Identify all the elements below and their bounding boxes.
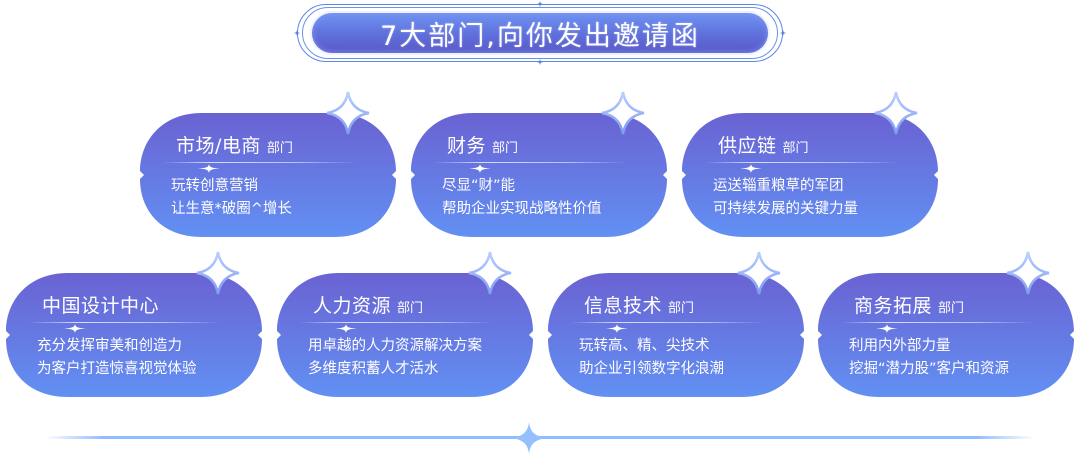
card-title-row: 中国设计中心 [42, 291, 165, 318]
banner-dot-right-icon [780, 30, 786, 36]
sparkle-icon [196, 251, 240, 295]
card-background [682, 113, 938, 237]
card-description: 玩转高、精、尖技术 助企业引领数字化浪潮 [579, 335, 724, 381]
banner-dot-left-icon [294, 30, 300, 36]
card-description: 利用内外部力量 挖掘“潜力股”客户和资源 [849, 335, 1009, 381]
department-card-business-development[interactable]: 商务拓展 部门 利用内外部力量 挖掘“潜力股”客户和资源 [818, 251, 1074, 397]
banner-inner-ring [302, 7, 778, 59]
card-title: 供应链 [718, 135, 777, 157]
card-line: 利用内外部力量 [849, 338, 951, 354]
card-suffix: 部门 [492, 141, 519, 156]
sparkle-icon [468, 251, 512, 295]
card-title: 财务 [447, 135, 487, 157]
banner-dot-bottom-icon [537, 59, 543, 65]
card-description: 玩转创意营销 让生意*破圈^增长 [171, 175, 292, 221]
sparkle-icon [1006, 251, 1050, 295]
four-point-star-icon [740, 158, 762, 173]
card-line: 玩转高、精、尖技术 [579, 338, 710, 354]
four-point-star-icon [335, 318, 357, 333]
card-line: 助企业引领数字化浪潮 [579, 361, 724, 377]
card-line: 玩转创意营销 [171, 178, 258, 194]
card-line: 帮助企业实现战略性价值 [442, 201, 602, 217]
four-point-star-icon [876, 318, 898, 333]
department-card-design-center[interactable]: 中国设计中心 充分发挥审美和创造力 为客户打造惊喜视觉体验 [6, 251, 262, 397]
card-line: 挖掘“潜力股”客户和资源 [849, 361, 1010, 377]
four-point-star-icon [606, 318, 628, 333]
invitation-banner: 7大部门,向你发出邀请函 [294, 1, 786, 65]
four-point-star-icon [512, 422, 546, 454]
banner-pill: 7大部门,向你发出邀请函 [312, 13, 768, 53]
banner-title: 7大部门,向你发出邀请函 [380, 20, 700, 52]
card-title-row: 市场/电商 部门 [176, 131, 293, 158]
sparkle-icon [737, 251, 781, 295]
card-suffix: 部门 [266, 141, 293, 156]
sparkle-icon [601, 91, 645, 135]
card-suffix: 部门 [782, 141, 809, 156]
card-background [140, 113, 396, 237]
sparkle-icon [874, 91, 918, 135]
card-divider [433, 162, 627, 163]
card-background [818, 273, 1074, 397]
card-title: 人力资源 [313, 295, 392, 317]
department-card-human-resources[interactable]: 人力资源 部门 用卓越的人力资源解决方案 多维度积蓄人才活水 [277, 251, 533, 397]
card-line: 用卓越的人力资源解决方案 [308, 338, 482, 354]
card-divider [704, 162, 898, 163]
card-line: 为客户打造惊喜视觉体验 [37, 361, 197, 377]
card-suffix: 部门 [397, 301, 424, 316]
card-background [6, 273, 262, 397]
card-divider [840, 322, 1034, 323]
card-title-row: 人力资源 部门 [313, 291, 423, 318]
card-background [411, 113, 667, 237]
card-description: 充分发挥审美和创造力 为客户打造惊喜视觉体验 [37, 335, 197, 381]
card-title: 信息技术 [584, 295, 663, 317]
card-divider [162, 162, 356, 163]
four-point-star-icon [64, 318, 86, 333]
card-description: 尽显“财”能 帮助企业实现战略性价值 [442, 175, 602, 221]
card-line: 尽显“财”能 [442, 178, 516, 194]
card-suffix: 部门 [668, 301, 695, 316]
department-card-marketing[interactable]: 市场/电商 部门 玩转创意营销 让生意*破圈^增长 [140, 91, 396, 237]
department-card-information-technology[interactable]: 信息技术 部门 玩转高、精、尖技术 助企业引领数字化浪潮 [548, 251, 804, 397]
sparkle-icon [326, 91, 370, 135]
card-background [277, 273, 533, 397]
card-line: 让生意*破圈^增长 [171, 201, 292, 217]
card-line: 多维度积蓄人才活水 [308, 361, 439, 377]
card-title: 中国设计中心 [42, 295, 160, 317]
department-card-supply-chain[interactable]: 供应链 部门 运送辎重粮草的军团 可持续发展的关键力量 [682, 91, 938, 237]
card-title-row: 供应链 部门 [718, 131, 809, 158]
card-title-row: 商务拓展 部门 [854, 291, 964, 318]
card-description: 用卓越的人力资源解决方案 多维度积蓄人才活水 [308, 335, 482, 381]
card-suffix: 部门 [938, 301, 965, 316]
card-description: 运送辎重粮草的军团 可持续发展的关键力量 [713, 175, 858, 221]
card-title: 市场/电商 [176, 135, 261, 157]
four-point-star-icon [469, 158, 491, 173]
card-line: 可持续发展的关键力量 [713, 201, 858, 217]
card-line: 充分发挥审美和创造力 [37, 338, 182, 354]
department-card-finance[interactable]: 财务 部门 尽显“财”能 帮助企业实现战略性价值 [411, 91, 667, 237]
card-title-row: 信息技术 部门 [584, 291, 694, 318]
banner-dot-top-icon [537, 1, 543, 7]
card-divider [28, 322, 222, 323]
card-title: 商务拓展 [854, 295, 933, 317]
card-divider [570, 322, 764, 323]
card-line: 运送辎重粮草的军团 [713, 178, 844, 194]
card-divider [299, 322, 493, 323]
card-title-row: 财务 部门 [447, 131, 518, 158]
four-point-star-icon [198, 158, 220, 173]
card-background [548, 273, 804, 397]
